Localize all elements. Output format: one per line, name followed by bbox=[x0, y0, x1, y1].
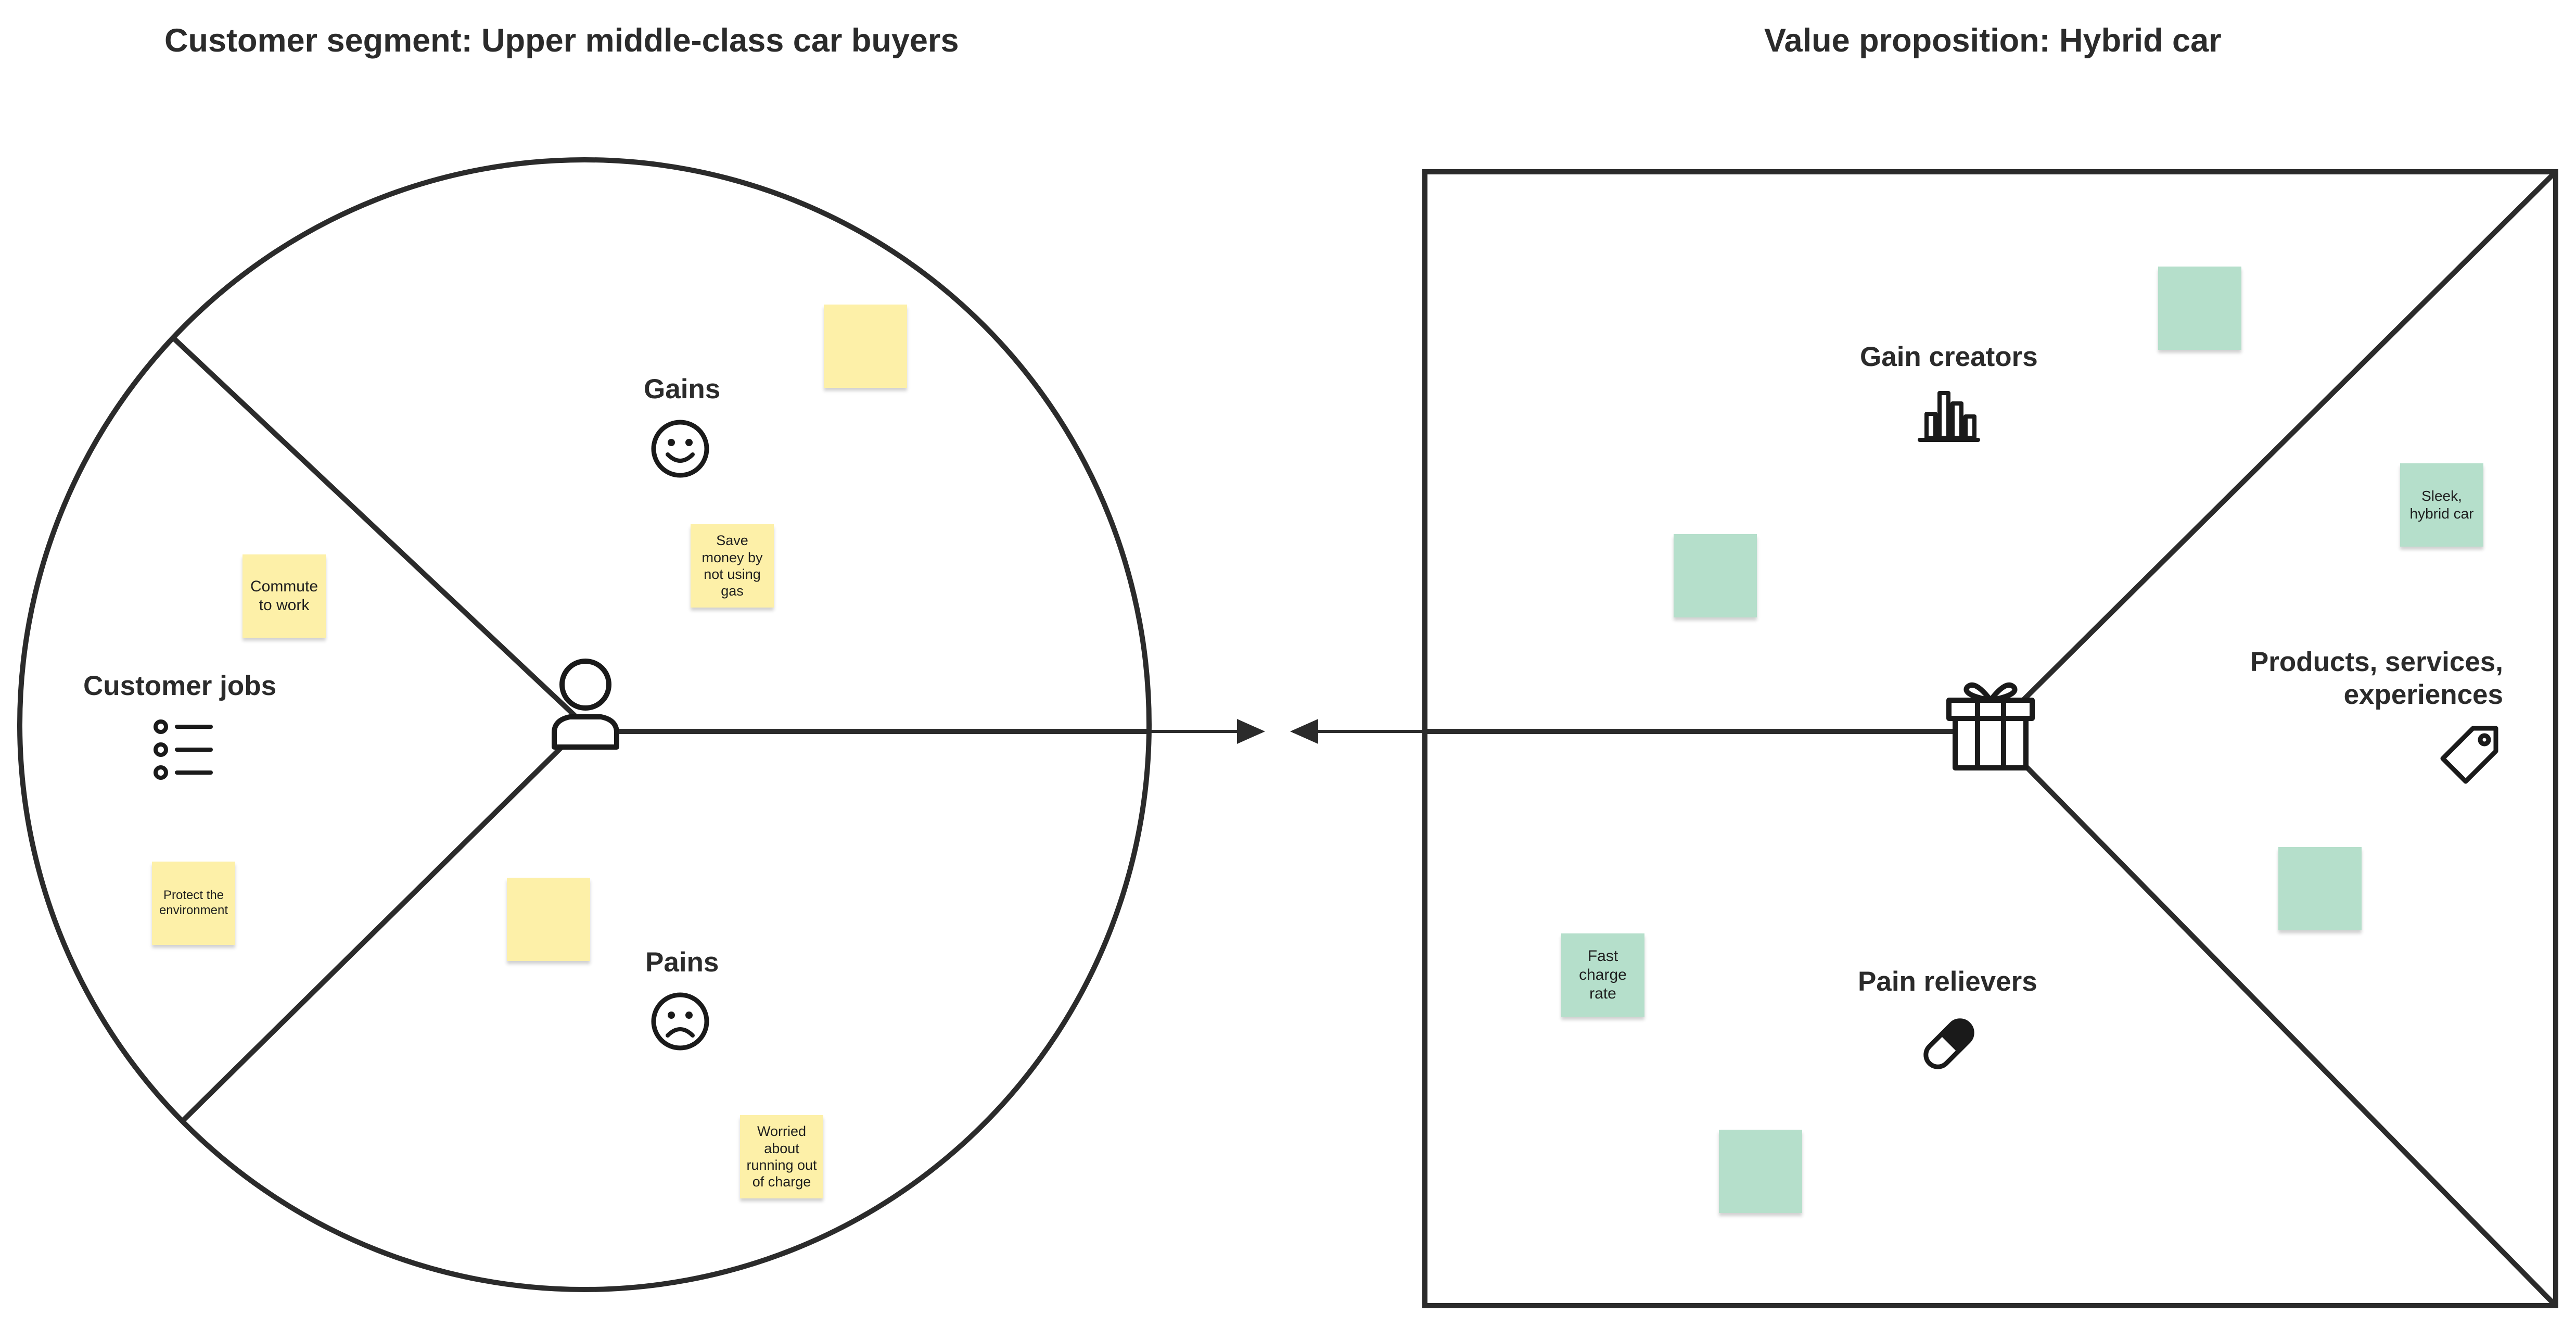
customer-segment-title: Customer segment: Upper middle-class car… bbox=[164, 22, 959, 59]
pains-label: Pains bbox=[645, 947, 719, 978]
pain-relievers-label: Pain relievers bbox=[1858, 966, 2037, 997]
gain-creators-divider bbox=[1989, 169, 2558, 734]
gain-creators-label: Gain creators bbox=[1860, 342, 2038, 372]
sticky-note-text: Commute to work bbox=[250, 578, 318, 614]
bar-chart-icon bbox=[1918, 391, 1980, 442]
user-icon bbox=[552, 659, 619, 750]
pain-relievers-divider bbox=[1989, 729, 2558, 1308]
sticky-note-blank-gain-creators-1[interactable] bbox=[2158, 267, 2241, 350]
customer-profile-circle bbox=[17, 157, 1152, 1292]
sticky-note-fast-charge-rate[interactable]: Fast charge rate bbox=[1561, 933, 1644, 1017]
sticky-note-commute[interactable]: Commute to work bbox=[243, 554, 326, 638]
customer-jobs-divider-upper bbox=[172, 337, 587, 727]
sticky-note-blank-gains[interactable] bbox=[824, 305, 907, 388]
list-icon bbox=[154, 719, 213, 780]
value-map-square bbox=[1422, 169, 2558, 1308]
sticky-note-text: Save money by not using gas bbox=[702, 533, 763, 599]
sticky-note-text: Protect the environment bbox=[159, 888, 228, 917]
sticky-note-text: Fast charge rate bbox=[1579, 947, 1627, 1002]
sticky-note-save-money[interactable]: Save money by not using gas bbox=[691, 524, 774, 608]
sticky-note-blank-pains[interactable] bbox=[507, 878, 590, 961]
sticky-note-text: Worried about running out of charge bbox=[746, 1123, 817, 1190]
sticky-note-sleek-hybrid-car[interactable]: Sleek, hybrid car bbox=[2400, 463, 2483, 547]
sticky-note-protect-environment[interactable]: Protect the environment bbox=[152, 862, 235, 945]
sticky-note-blank-gain-creators-2[interactable] bbox=[1674, 534, 1757, 617]
sticky-note-blank-pain-relievers[interactable] bbox=[1719, 1130, 1802, 1213]
sticky-note-blank-products[interactable] bbox=[2278, 847, 2362, 930]
frown-icon bbox=[651, 992, 709, 1051]
customer-jobs-divider-lower bbox=[181, 722, 587, 1123]
gains-label: Gains bbox=[644, 374, 721, 405]
sticky-note-text: Sleek, hybrid car bbox=[2409, 488, 2474, 522]
value-proposition-title: Value proposition: Hybrid car bbox=[1764, 22, 2222, 59]
tag-icon bbox=[2440, 726, 2498, 784]
customer-jobs-label: Customer jobs bbox=[83, 671, 277, 701]
products-label: Products, services, experiences bbox=[2250, 647, 2503, 710]
smile-icon bbox=[651, 420, 709, 478]
pill-icon bbox=[1923, 1018, 1974, 1069]
sticky-note-worried-charge[interactable]: Worried about running out of charge bbox=[740, 1115, 823, 1198]
gift-icon bbox=[1946, 683, 2035, 770]
